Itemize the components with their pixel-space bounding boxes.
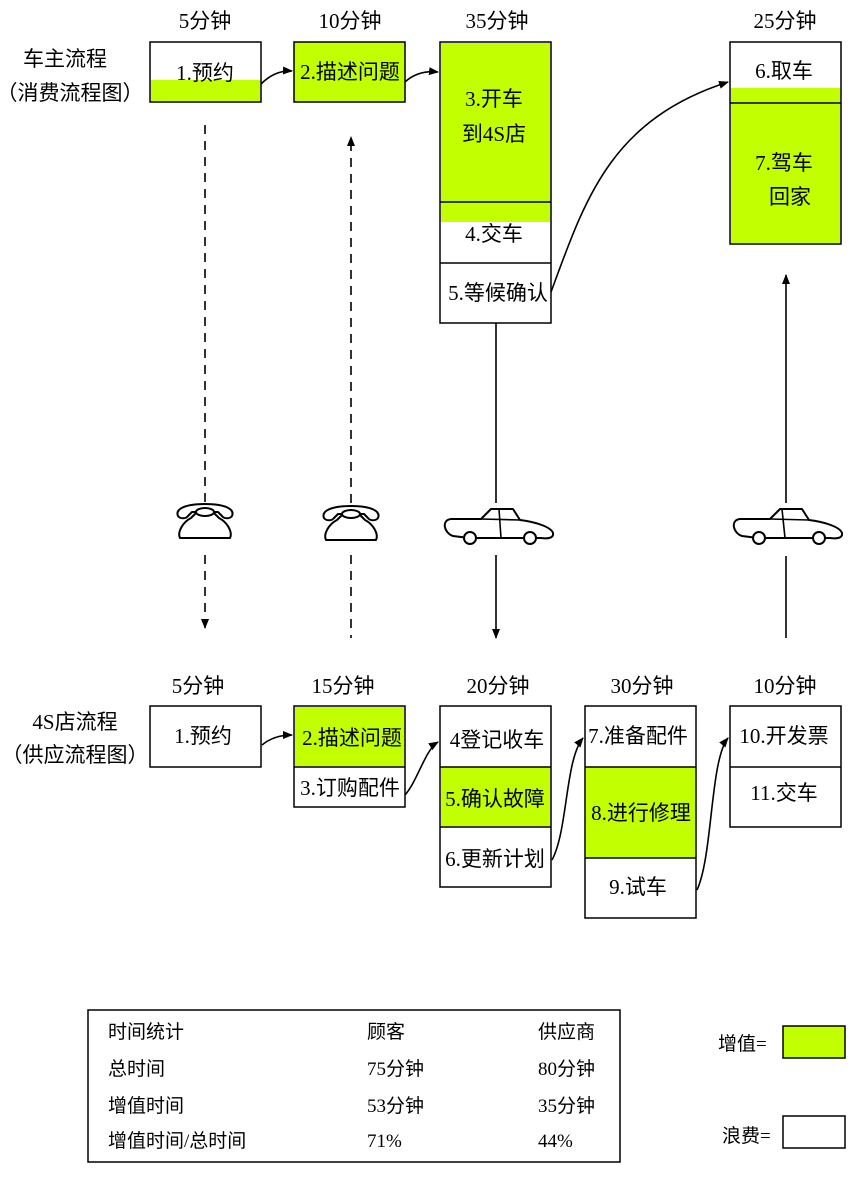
customer-arrow-1-2 xyxy=(260,66,293,85)
dealer-stage-2-time: 15分钟 xyxy=(312,674,375,698)
customer-step-7-label: 7.驾车 xyxy=(755,151,813,175)
dealer-process-label: 4S店流程 xyxy=(32,710,117,734)
dealer-step-3-label: 3.订购配件 xyxy=(300,776,400,800)
dealer-step-box-4: 7.准备配件 8.进行修理 9.试车 xyxy=(584,705,697,919)
customer-step-box-1: 1.预约 xyxy=(149,41,262,103)
customer-arrow-2-3 xyxy=(404,67,439,83)
stats-row-supplier: 35分钟 xyxy=(538,1095,595,1117)
customer-stage-4-time: 25分钟 xyxy=(754,9,817,33)
dealer-stage-5-time: 10分钟 xyxy=(754,674,817,698)
dealer-step-box-3: 4登记收车 5.确认故障 6.更新计划 xyxy=(439,705,552,888)
legend-waste-label: 浪费= xyxy=(722,1125,771,1147)
customer-step-box-2: 2.描述问题 xyxy=(293,41,406,103)
customer-step-4-label: 4.交车 xyxy=(465,222,523,246)
dealer-step-6-label: 6.更新计划 xyxy=(445,847,545,871)
dealer-step-5-label: 5.确认故障 xyxy=(445,787,545,811)
stats-header-customer: 顾客 xyxy=(367,1021,405,1043)
dealer-step-box-5: 10.开发票 11.交车 xyxy=(729,705,842,828)
car-icon xyxy=(443,508,555,545)
car-icon xyxy=(732,508,844,545)
dealer-step-box-2: 2.描述问题 3.订购配件 xyxy=(293,705,406,808)
stats-row-customer: 75分钟 xyxy=(367,1058,424,1080)
customer-stage-3-time: 35分钟 xyxy=(466,9,529,33)
stats-row-label: 增值时间 xyxy=(108,1095,184,1117)
stats-row-supplier: 80分钟 xyxy=(538,1058,595,1080)
customer-stage-2-time: 10分钟 xyxy=(319,9,382,33)
stats-header-supplier: 供应商 xyxy=(538,1021,595,1043)
legend: 增值= 浪费= xyxy=(718,1025,846,1149)
legend-value-added-label: 增值= xyxy=(718,1033,767,1055)
customer-step-6-label: 6.取车 xyxy=(755,59,813,83)
customer-step-box-4: 6.取车 7.驾车 回家 xyxy=(729,41,842,245)
legend-waste-swatch xyxy=(782,1115,846,1149)
customer-arrow-3-4 xyxy=(550,80,729,293)
dealer-step-10-label: 10.开发票 xyxy=(739,724,828,748)
dealer-process-sublabel: （供应流程图） xyxy=(2,743,149,767)
dealer-step-1-label: 1.预约 xyxy=(174,724,232,748)
dealer-arrow-4-5 xyxy=(696,737,729,891)
stats-row-customer: 71% xyxy=(367,1131,402,1152)
customer-step-2-label: 2.描述问题 xyxy=(300,60,400,84)
stats-row-supplier: 44% xyxy=(538,1131,573,1152)
customer-step-3-label-cont: 到4S店 xyxy=(462,122,526,146)
time-stats-table: 时间统计 顾客 供应商 总时间 75分钟 80分钟 增值时间 53分钟 35分钟… xyxy=(87,1009,621,1163)
dealer-step-11-label: 11.交车 xyxy=(750,781,817,805)
dealer-stage-3-time: 20分钟 xyxy=(467,674,530,698)
customer-process-label: 车主流程 xyxy=(23,47,107,71)
dealer-stage-1-time: 5分钟 xyxy=(172,674,225,698)
dealer-stage-4-time: 30分钟 xyxy=(611,674,674,698)
dealer-arrow-3-4 xyxy=(551,737,584,861)
customer-step-1-label: 1.预约 xyxy=(176,61,234,85)
dealer-step-7-label: 7.准备配件 xyxy=(588,724,688,748)
customer-step-5-label: 5.等候确认 xyxy=(448,281,548,305)
stats-header-metric: 时间统计 xyxy=(108,1021,184,1043)
dealer-arrow-2-3 xyxy=(404,741,439,796)
customer-step-box-3: 3.开车 到4S店 4.交车 5.等候确认 xyxy=(439,41,552,324)
dealer-step-box-1: 1.预约 xyxy=(149,705,262,768)
customer-stage-1-time: 5分钟 xyxy=(179,9,232,33)
dealer-step-2-label: 2.描述问题 xyxy=(302,726,402,750)
telephone-icon xyxy=(322,505,380,541)
stats-row-label: 增值时间/总时间 xyxy=(108,1130,246,1152)
dealer-step-8-label: 8.进行修理 xyxy=(591,801,691,825)
customer-step-7-label-cont: 回家 xyxy=(769,185,811,209)
stats-row-label: 总时间 xyxy=(108,1058,165,1080)
dealer-step-9-label: 9.试车 xyxy=(609,875,667,899)
customer-step-3-label: 3.开车 xyxy=(465,87,523,111)
stats-row-customer: 53分钟 xyxy=(367,1095,424,1117)
dealer-arrow-1-2 xyxy=(261,731,293,746)
telephone-icon xyxy=(176,503,234,539)
customer-process-sublabel: （消费流程图） xyxy=(0,81,144,105)
legend-value-added-swatch xyxy=(782,1025,846,1059)
dealer-step-4-label: 4登记收车 xyxy=(450,728,545,752)
